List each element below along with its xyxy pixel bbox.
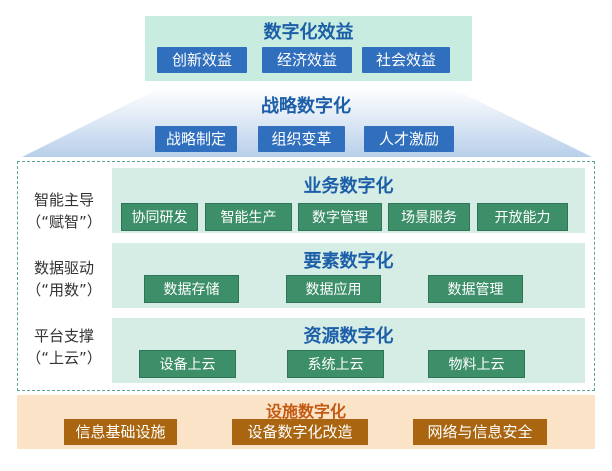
benefits-title: 数字化效益 xyxy=(263,22,354,43)
benefit-item-social: 社会效益 xyxy=(362,47,450,73)
left-label-intelligence: 智能主导 （“赋智”） xyxy=(20,189,108,235)
strategy-item-org-reform: 组织变革 xyxy=(258,126,345,152)
left-label-platform-line1: 平台支撑 xyxy=(33,327,94,345)
benefit-item-economic: 经济效益 xyxy=(262,47,352,73)
strategy-item-talent: 人才激励 xyxy=(364,126,454,152)
benefit-item-innovation: 创新效益 xyxy=(157,47,247,73)
left-label-platform-line2: （“上云”） xyxy=(26,349,102,367)
business-item-rd: 协同研发 xyxy=(121,203,198,231)
layer-elements-title: 要素数字化 xyxy=(303,251,394,272)
layer-resources-title: 资源数字化 xyxy=(303,326,394,347)
strategy-item-formulation: 战略制定 xyxy=(155,126,237,152)
left-label-intelligence-line2: （“赋智”） xyxy=(26,213,102,231)
infra-item-security: 网络与信息安全 xyxy=(413,419,547,445)
digitalization-framework xyxy=(17,161,595,391)
left-label-data-line1: 数据驱动 xyxy=(33,259,94,277)
layer-business-title: 业务数字化 xyxy=(303,176,394,197)
strategy-title: 战略数字化 xyxy=(261,96,351,117)
resources-item-equipment: 设备上云 xyxy=(139,350,236,378)
resources-item-material: 物料上云 xyxy=(428,350,525,378)
infrastructure-title: 设施数字化 xyxy=(265,402,346,421)
business-item-open: 开放能力 xyxy=(477,203,568,231)
left-label-data-line2: （“用数”） xyxy=(26,281,102,299)
elements-item-application: 数据应用 xyxy=(286,275,381,303)
business-item-production: 智能生产 xyxy=(205,203,292,231)
elements-item-management: 数据管理 xyxy=(428,275,523,303)
left-label-platform: 平台支撑 （“上云”） xyxy=(20,325,108,371)
resources-item-system: 系统上云 xyxy=(287,350,384,378)
elements-item-storage: 数据存储 xyxy=(144,275,239,303)
left-label-data: 数据驱动 （“用数”） xyxy=(20,257,108,303)
infra-item-information: 信息基础设施 xyxy=(64,419,177,445)
business-item-management: 数字管理 xyxy=(298,203,382,231)
business-item-scenario: 场景服务 xyxy=(388,203,470,231)
infra-item-equipment: 设备数字化改造 xyxy=(232,419,368,445)
left-label-intelligence-line1: 智能主导 xyxy=(33,191,94,209)
